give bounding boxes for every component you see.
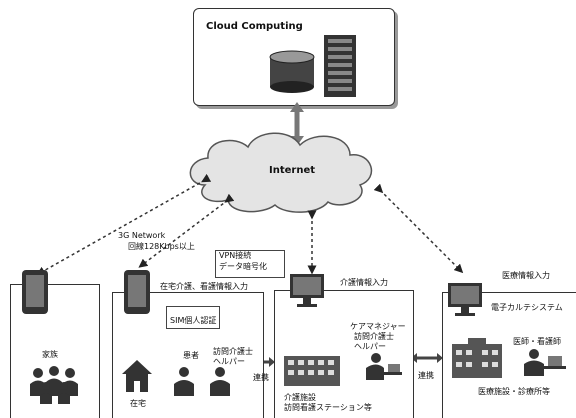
monitor-icon: [290, 274, 324, 308]
internet-label: Internet: [269, 165, 316, 176]
monitor-icon: [448, 283, 482, 317]
network-speed-label: 回線128Kbps以上: [128, 242, 195, 251]
home-label: 在宅: [130, 399, 146, 408]
sim-auth-label: SIM個人認証: [170, 316, 217, 325]
vpn-box: VPN接続 データ暗号化: [215, 250, 285, 278]
network-label: 3G Network: [118, 231, 166, 240]
tablet-icon: [124, 270, 150, 314]
server-icon: [269, 35, 356, 97]
medical-illustration: [452, 338, 566, 378]
care-facility-illustration: [284, 353, 402, 386]
link-right-label: 連携: [418, 371, 434, 380]
family-people-icon: [30, 366, 78, 404]
internet-cloud: [189, 132, 373, 213]
family-label: 家族: [42, 350, 58, 359]
doctor-nurse-label: 医師・看護師: [513, 337, 561, 346]
vpn-label: VPN接続: [219, 251, 252, 260]
visiting-caregiver-label: 訪問介護士: [213, 347, 253, 356]
cloud-computing-title: Cloud Computing: [206, 21, 303, 32]
link-left-label: 連携: [253, 373, 269, 382]
ehr-label: 電子カルテシステム: [491, 303, 563, 312]
helper-label: ヘルパー: [213, 357, 245, 366]
care-facility-panel: [274, 290, 414, 418]
tablet-icon: [22, 270, 48, 314]
medical-facility-label: 医療施設・診療所等: [478, 387, 550, 396]
patient-label: 患者: [183, 351, 199, 360]
visiting-nursing-label: 訪問看護ステーション等: [284, 403, 372, 412]
home-care-figures: [122, 360, 230, 396]
encryption-label: データ暗号化: [219, 261, 267, 271]
cloud-computing-box: Cloud Computing: [193, 8, 395, 106]
care-manager-label: ケアマネジャー: [350, 322, 406, 331]
helper-label: ヘルパー: [354, 342, 386, 351]
home-care-input-label: 在宅介護、看護情報入力: [160, 282, 248, 291]
sim-auth-box: SIM個人認証: [166, 306, 221, 329]
hospital-icon: [452, 344, 502, 378]
care-input-label: 介護情報入力: [340, 278, 388, 287]
care-facility-label: 介護施設: [284, 393, 316, 402]
house-icon: [122, 360, 152, 374]
medical-input-label: 医療情報入力: [502, 271, 550, 280]
visiting-caregiver-label: 訪問介護士: [354, 332, 394, 341]
